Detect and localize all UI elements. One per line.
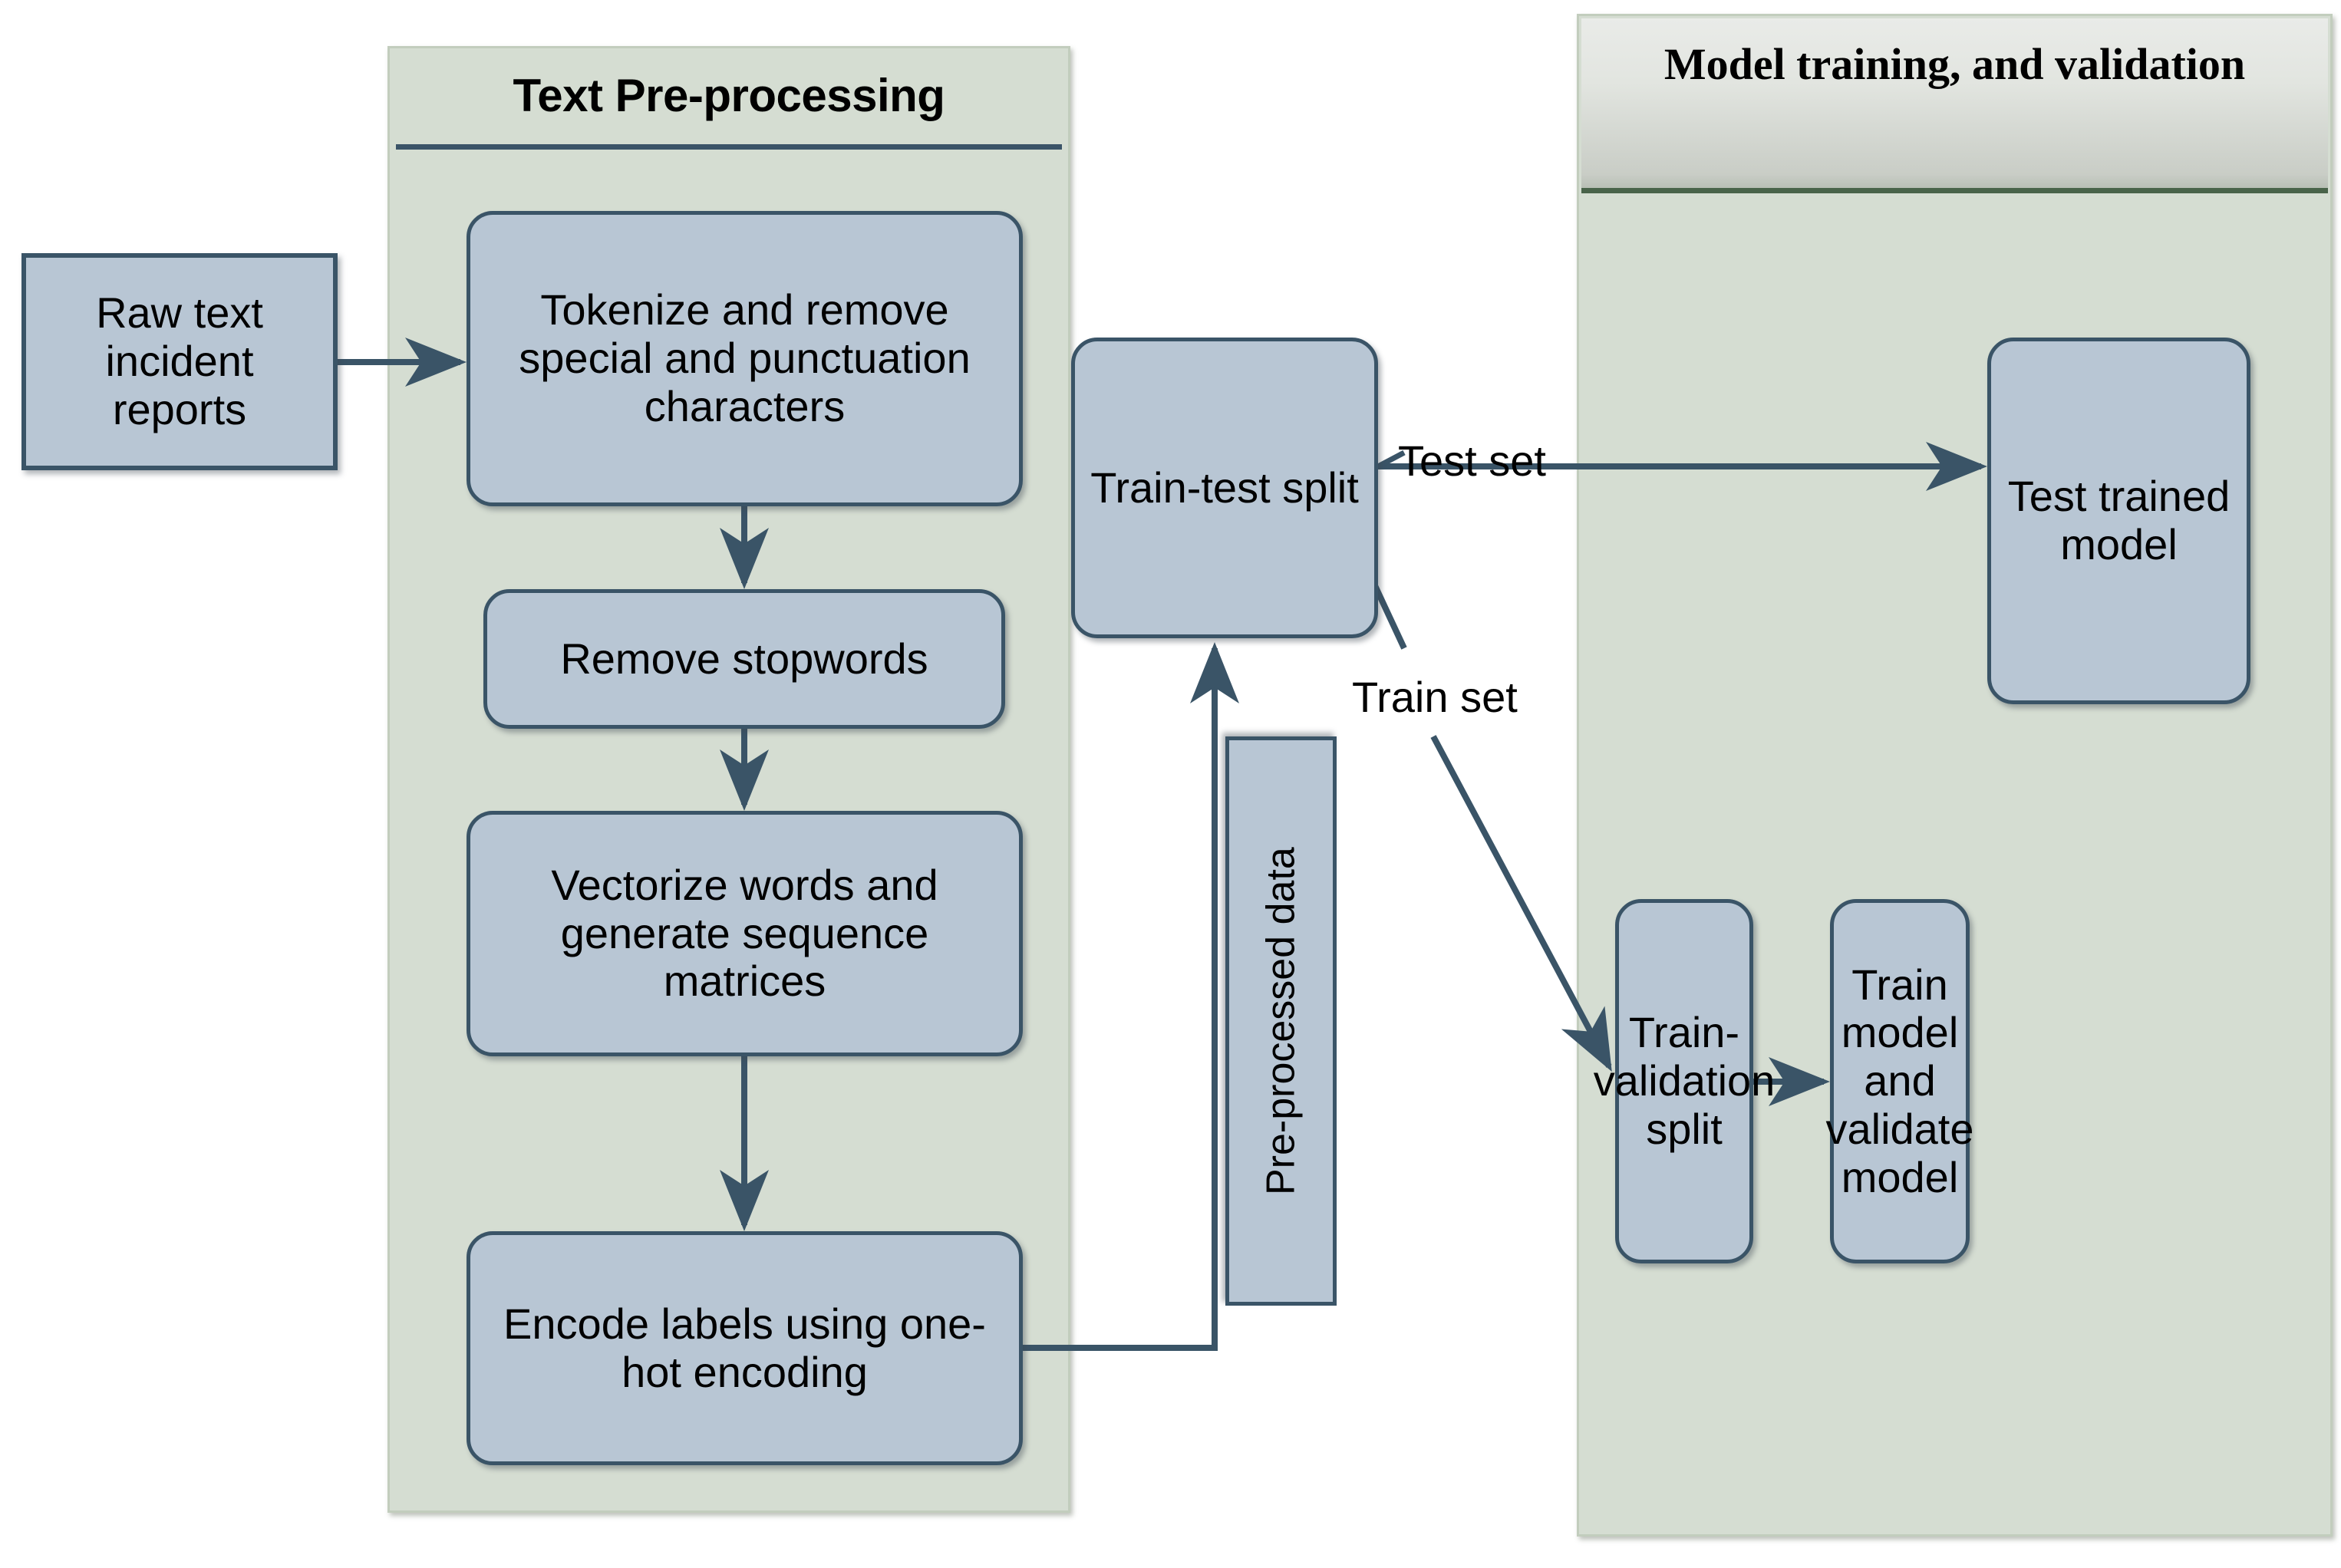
- node-raw-text-incident-reports[interactable]: Raw text incident reports: [21, 253, 338, 470]
- node-train-model-and-validate-model[interactable]: Train model and validate model: [1825, 899, 1974, 1263]
- edge-label-test-set: Test set: [1398, 436, 1546, 485]
- edge-label-train-set: Train set: [1352, 673, 1518, 721]
- panel-title-text-preprocessing: Text Pre-processing: [513, 70, 945, 121]
- node-encode-labels-one-hot[interactable]: Encode labels using one-hot encoding: [467, 1231, 1023, 1465]
- node-test-trained-model[interactable]: Test trained model: [1987, 338, 2250, 704]
- panel-model-training-validation: Model training, and validation: [1577, 14, 2333, 1537]
- node-remove-stopwords[interactable]: Remove stopwords: [483, 589, 1005, 729]
- node-tokenize-remove-special-punctuation[interactable]: Tokenize and remove special and punctuat…: [467, 211, 1023, 506]
- node-train-validation-split[interactable]: Train-validation split: [1594, 899, 1775, 1263]
- node-train-test-split[interactable]: Train-test split: [1071, 338, 1378, 638]
- node-vectorize-words-generate-sequence-matrices[interactable]: Vectorize words and generate sequence ma…: [467, 811, 1023, 1056]
- node-preprocessed-data[interactable]: Pre-processed data: [1225, 736, 1337, 1306]
- panel-header-band-right: [1581, 18, 2328, 193]
- panel-title-divider-left: [396, 144, 1062, 150]
- panel-title-model-training-validation: Model training, and validation: [1663, 39, 2246, 89]
